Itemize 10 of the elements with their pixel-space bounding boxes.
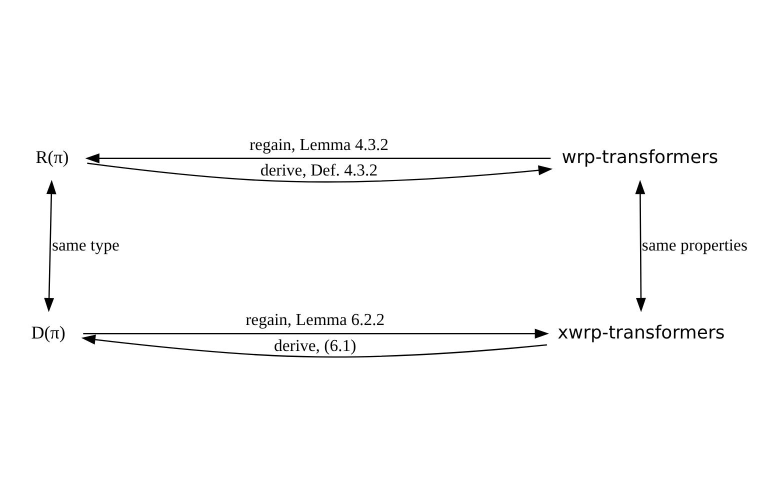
- edge-label: derive, Def. 4.3.2: [260, 160, 378, 180]
- edge-label: regain, Lemma 4.3.2: [249, 134, 389, 154]
- node-text: xwrp-transformers: [558, 322, 725, 344]
- edge-label: same type: [52, 235, 120, 254]
- node-text: D(π): [31, 322, 66, 342]
- node-text: wrp-transformers: [562, 147, 718, 168]
- edge-label: same properties: [642, 235, 748, 254]
- edge-label: regain, Lemma 6.2.2: [246, 310, 385, 330]
- node-text: R(π): [36, 147, 69, 168]
- edge-label: derive, (6.1): [274, 336, 356, 355]
